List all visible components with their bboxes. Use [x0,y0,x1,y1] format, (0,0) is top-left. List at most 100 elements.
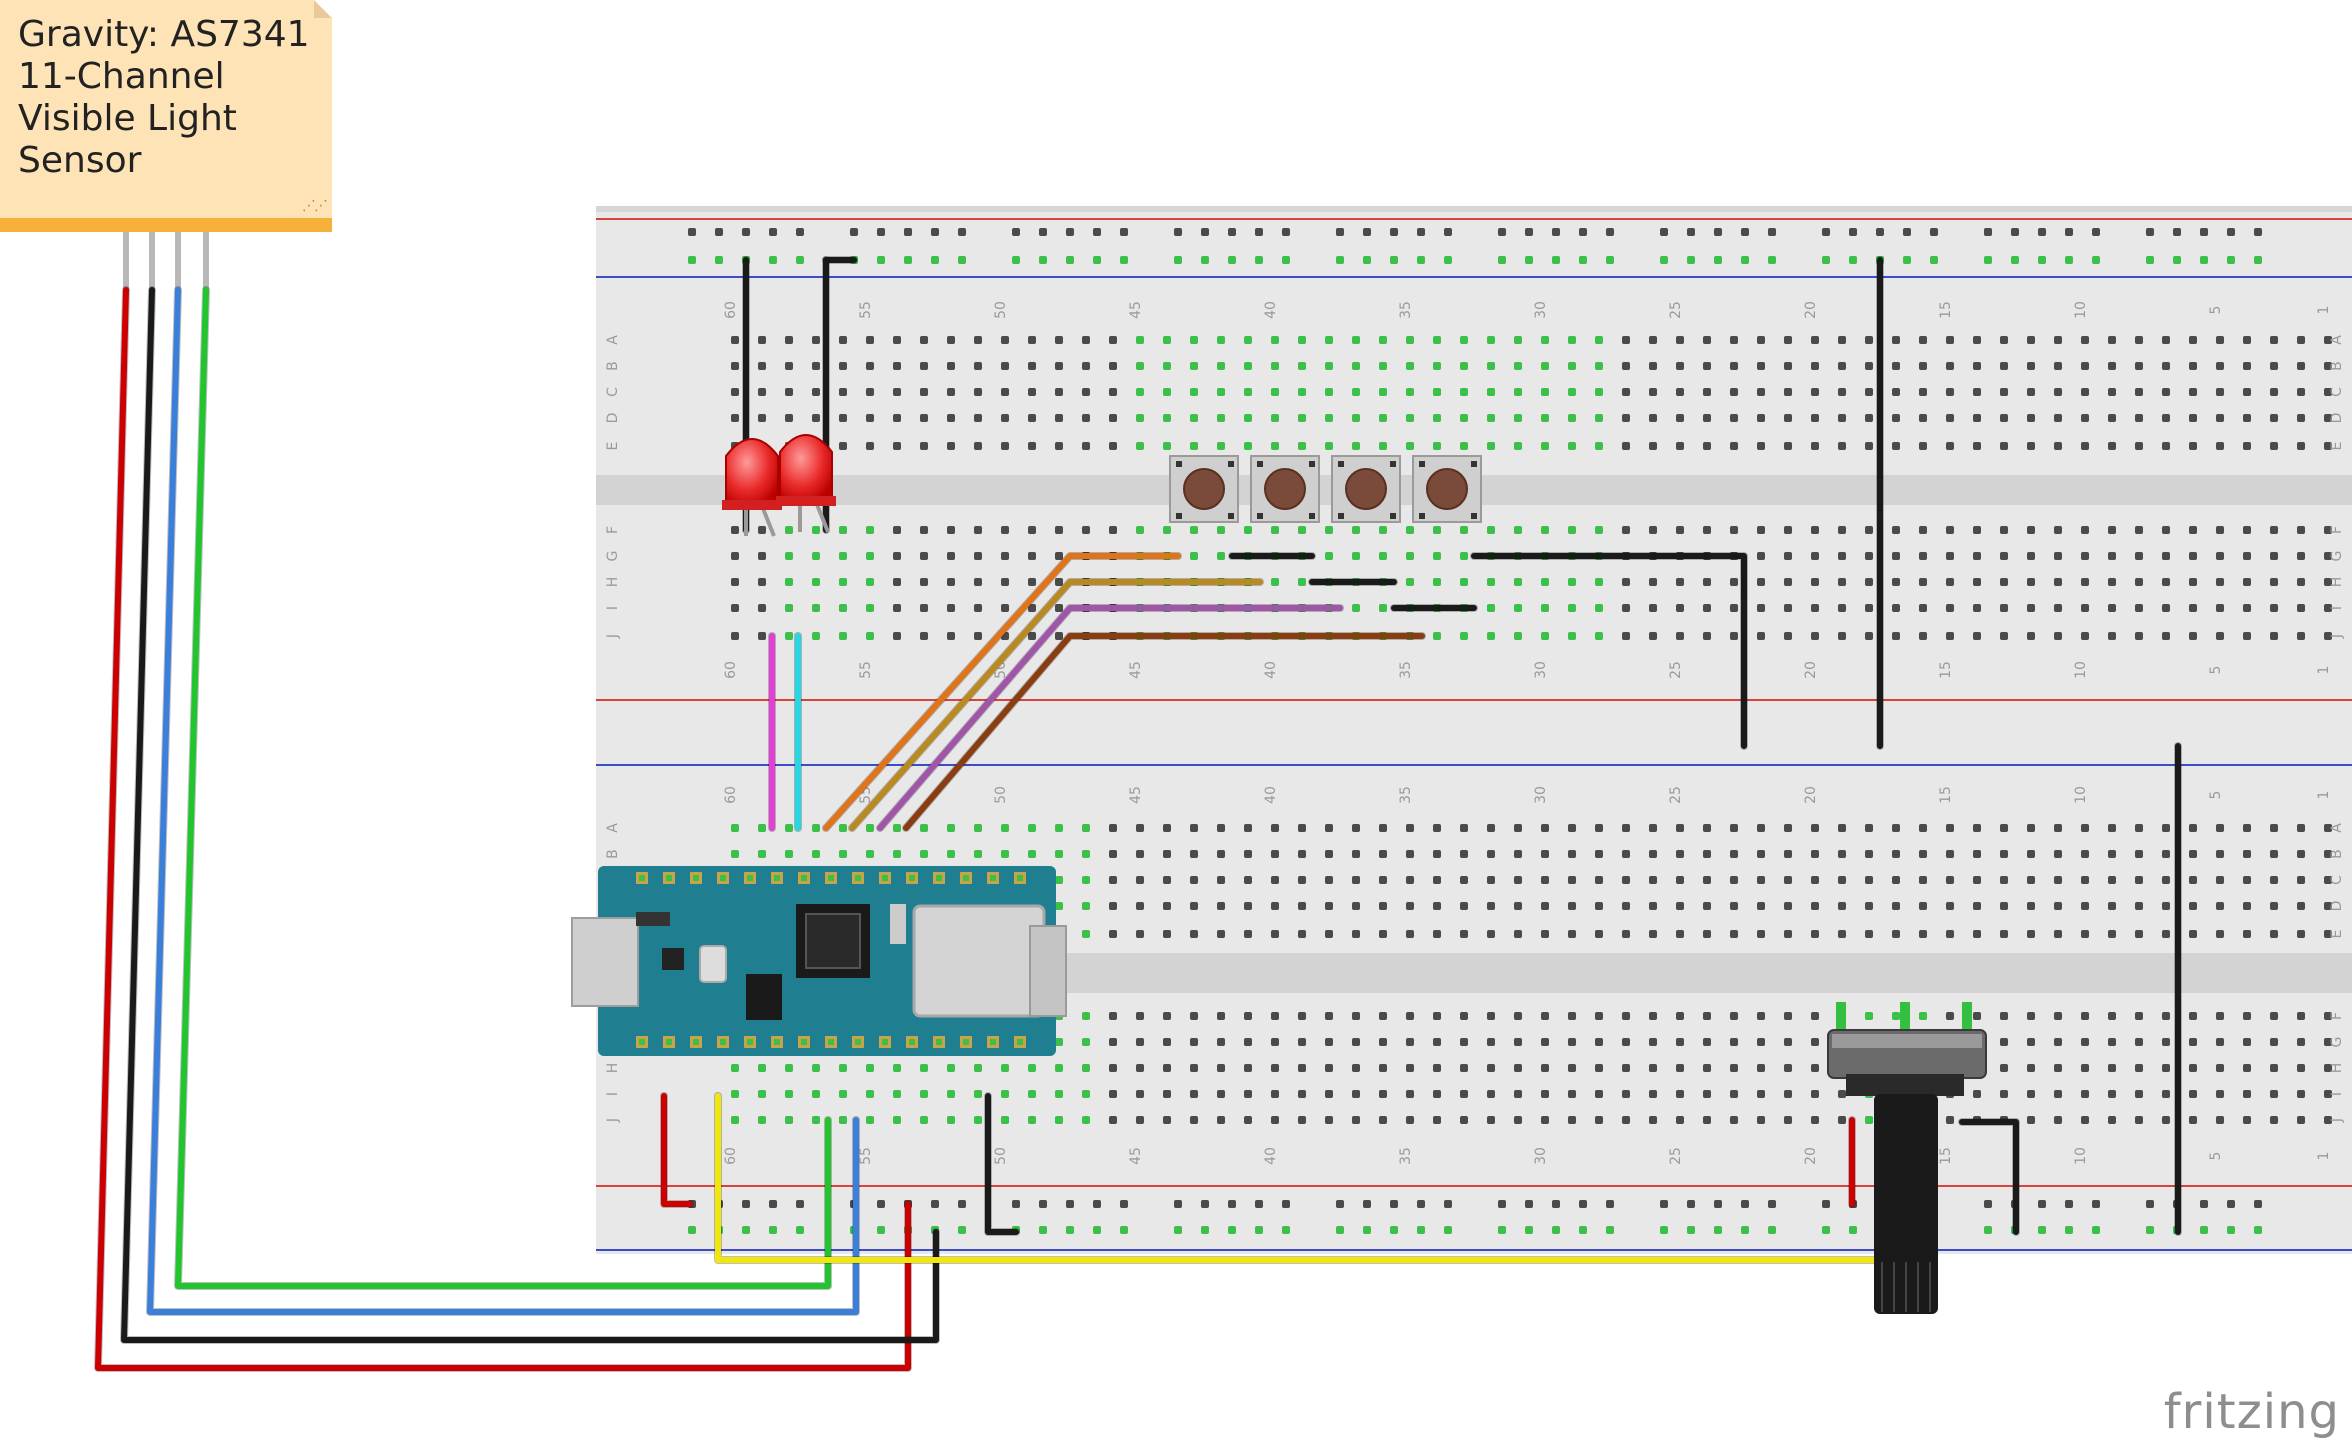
breadboard-hole [1255,228,1263,236]
row-letter: B [605,361,621,371]
breadboard-hole [2011,228,2019,236]
breadboard-hole [1730,850,1738,858]
breadboard-hole [1568,526,1576,534]
breadboard-hole [1676,604,1684,612]
breadboard-hole [1541,336,1549,344]
breadboard-hole [1271,362,1279,370]
breadboard-hole [2297,336,2305,344]
breadboard-hole [2324,1064,2332,1072]
breadboard-hole [2000,442,2008,450]
breadboard-hole [1298,824,1306,832]
breadboard-hole [1174,228,1182,236]
breadboard-hole [1028,362,1036,370]
breadboard-hole [1676,336,1684,344]
breadboard-hole [920,1064,928,1072]
breadboard-hole [1703,414,1711,422]
breadboard-hole [2189,526,2197,534]
breadboard-hole [1568,442,1576,450]
breadboard-hole [2243,388,2251,396]
breadboard-hole [839,632,847,640]
breadboard-hole [812,632,820,640]
breadboard-hole [2297,1038,2305,1046]
breadboard-hole [1082,362,1090,370]
breadboard-hole [1039,1200,1047,1208]
breadboard-hole [1298,388,1306,396]
breadboard-hole [2324,1038,2332,1046]
breadboard-hole [1919,414,1927,422]
breadboard-hole [2243,1038,2251,1046]
breadboard-hole [2216,1064,2224,1072]
breadboard-hole [2324,1116,2332,1124]
breadboard-hole [1811,824,1819,832]
breadboard-hole [731,1090,739,1098]
breadboard-hole [1487,442,1495,450]
breadboard-hole [1676,1116,1684,1124]
breadboard-hole [1552,228,1560,236]
breadboard-hole [1757,526,1765,534]
breadboard-hole [1568,1012,1576,1020]
breadboard-hole [2297,876,2305,884]
breadboard-hole [785,362,793,370]
breadboard-hole [974,632,982,640]
breadboard-hole [2297,414,2305,422]
breadboard-hole [1406,526,1414,534]
breadboard-hole [1325,902,1333,910]
breadboard-hole [785,1064,793,1072]
breadboard-hole [974,362,982,370]
breadboard-hole [1606,1200,1614,1208]
breadboard-hole [2054,632,2062,640]
row-letter: A [2329,823,2345,833]
breadboard-hole [1541,824,1549,832]
breadboard-hole [1541,930,1549,938]
breadboard-hole [2027,526,2035,534]
breadboard-hole [758,632,766,640]
breadboard-hole [2243,930,2251,938]
breadboard-hole [1433,578,1441,586]
breadboard-hole [1271,526,1279,534]
breadboard-hole [1757,876,1765,884]
breadboard-hole [2000,1038,2008,1046]
breadboard-hole [1093,256,1101,264]
breadboard-hole [1352,824,1360,832]
breadboard-hole [1109,1116,1117,1124]
column-number: 25 [1668,1147,1684,1165]
breadboard-hole [920,526,928,534]
row-letter: C [2329,387,2345,397]
breadboard-hole [2054,362,2062,370]
breadboard-hole [1271,1116,1279,1124]
breadboard-hole [1649,632,1657,640]
breadboard-hole [2162,1090,2170,1098]
breadboard-hole [2216,526,2224,534]
breadboard-hole [2054,1090,2062,1098]
breadboard-hole [1217,930,1225,938]
breadboard-hole [1649,1090,1657,1098]
breadboard-hole [2189,336,2197,344]
breadboard-hole [2027,632,2035,640]
breadboard-hole [2027,552,2035,560]
breadboard-hole [2108,336,2116,344]
breadboard-hole [1325,552,1333,560]
breadboard-hole [1109,526,1117,534]
breadboard-hole [1784,876,1792,884]
breadboard-hole [2081,930,2089,938]
breadboard-hole [1460,930,1468,938]
breadboard-hole [1433,876,1441,884]
breadboard-hole [785,1116,793,1124]
breadboard-hole [2162,442,2170,450]
row-letter: C [605,387,621,397]
breadboard-hole [1201,1200,1209,1208]
breadboard-hole [2108,876,2116,884]
breadboard-hole [1946,336,1954,344]
breadboard-hole [1136,1012,1144,1020]
breadboard-hole [1730,902,1738,910]
breadboard-hole [1622,578,1630,586]
breadboard-hole [1082,414,1090,422]
breadboard-hole [893,552,901,560]
breadboard-hole [2216,824,2224,832]
breadboard-hole [1811,632,1819,640]
breadboard-hole [1730,632,1738,640]
breadboard-hole [1352,552,1360,560]
sensor-pin [149,232,155,292]
breadboard-hole [2243,362,2251,370]
breadboard-hole [1984,1226,1992,1234]
